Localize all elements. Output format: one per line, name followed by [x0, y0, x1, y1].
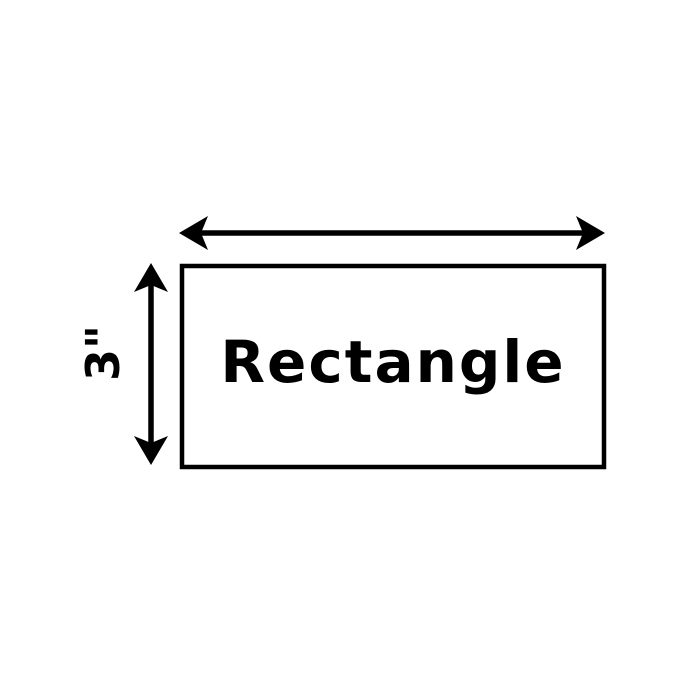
height-arrow-bottom-head-icon [134, 436, 168, 465]
width-arrow-left-head-icon [179, 216, 208, 250]
width-arrow-right-head-icon [576, 216, 605, 250]
height-arrow [134, 263, 168, 465]
rectangle-shape [179, 263, 607, 470]
rectangle-label: Rectangle [220, 328, 566, 396]
height-dimension-label: 3" [76, 325, 130, 381]
width-arrow [179, 216, 605, 250]
height-arrow-top-head-icon [134, 263, 168, 292]
